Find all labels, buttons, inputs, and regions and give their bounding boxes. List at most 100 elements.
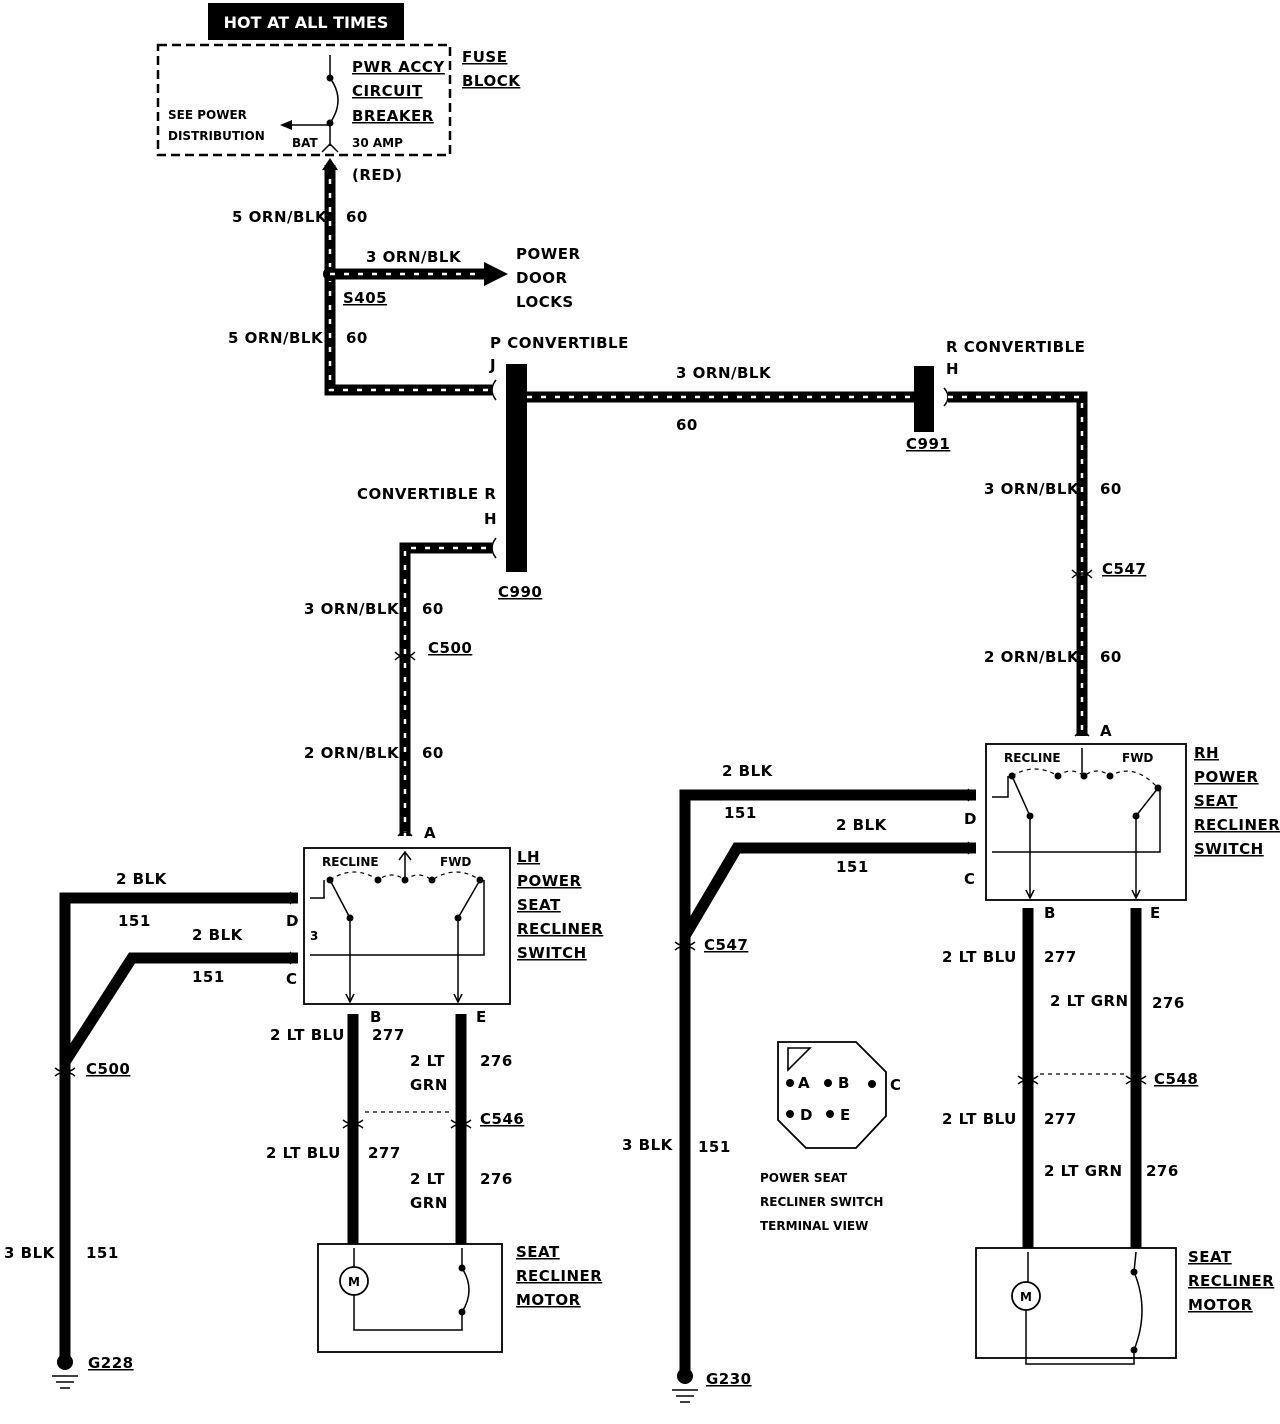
- rh-e-lower-circuit: 276: [1146, 1162, 1179, 1180]
- hot-at-all-times-banner: HOT AT ALL TIMES: [208, 3, 404, 40]
- bat-label: BAT: [292, 136, 319, 150]
- rh-pin-c: C: [964, 870, 976, 888]
- c548: C548: [1154, 1070, 1198, 1088]
- ground-g230: G230: [706, 1370, 752, 1388]
- c990-top-pin: J: [489, 356, 496, 374]
- lh-switch-label-3: SEAT: [517, 896, 561, 914]
- rh-switch-label-5: SWITCH: [1194, 840, 1264, 858]
- door-locks-wire: 3 ORN/BLK: [366, 248, 462, 266]
- terminal-pin-d: D: [800, 1106, 813, 1124]
- rh-pin-d: D: [964, 810, 977, 828]
- lh-recline-label: RECLINE: [322, 855, 379, 869]
- feed-wires: [322, 158, 508, 396]
- rh-lower-circuit: 60: [1100, 648, 1122, 666]
- c990-id: C990: [498, 583, 542, 601]
- lh-seat-recliner-motor: [317, 1243, 503, 1353]
- c546: C546: [480, 1110, 524, 1128]
- rh-ground-gauge: 3 BLK: [622, 1136, 674, 1154]
- rh-d-circuit: 151: [724, 804, 757, 822]
- lh-motor-label-2: RECLINER: [516, 1267, 602, 1285]
- lh-b-lower-circuit: 277: [368, 1144, 401, 1162]
- door-locks-label-2: DOOR: [516, 269, 568, 287]
- lh-e-lower-circuit: 276: [480, 1170, 513, 1188]
- lh-b-upper-gauge: 2 LT BLU: [270, 1026, 345, 1044]
- rh-power-seat-recliner-switch: [985, 731, 1187, 901]
- rh-switch-label-3: SEAT: [1194, 792, 1238, 810]
- fuse-block-label-2: BLOCK: [462, 72, 521, 90]
- rh-seat-recliner-motor: [975, 1247, 1177, 1365]
- breaker-label-1: PWR ACCY: [352, 58, 445, 76]
- c990-side-pin: H: [484, 510, 497, 528]
- rh-recline-label: RECLINE: [1004, 751, 1061, 765]
- lh-pin-d: D: [286, 912, 299, 930]
- c990-top-text: P CONVERTIBLE: [490, 334, 629, 352]
- ground-g228: G228: [88, 1354, 134, 1372]
- lh-motor-label-1: SEAT: [516, 1243, 560, 1261]
- lh-e-lower-gauge: 2 LT: [410, 1170, 445, 1188]
- distribution-arrow-icon: [280, 120, 292, 130]
- feed-lower-gauge: 5 ORN/BLK: [228, 329, 324, 347]
- rh-upper-circuit: 60: [1100, 480, 1122, 498]
- rh-motor-label-2: RECLINER: [1188, 1272, 1274, 1290]
- door-locks-label-1: POWER: [516, 245, 581, 263]
- lh-e-upper-circuit: 276: [480, 1052, 513, 1070]
- terminal-view-label-3: TERMINAL VIEW: [760, 1219, 868, 1233]
- rh-b-lower-gauge: 2 LT BLU: [942, 1110, 1017, 1128]
- rh-switch-label-4: RECLINER: [1194, 816, 1280, 834]
- lh-e-upper-gauge2: GRN: [410, 1076, 448, 1094]
- switch-terminal-view: [777, 1041, 887, 1149]
- feed-top-gauge: 5 ORN/BLK: [232, 208, 328, 226]
- lh-pin-c: C: [286, 970, 298, 988]
- circuit-breaker-symbol: [329, 55, 339, 146]
- rh-b-upper-gauge: 2 LT BLU: [942, 948, 1017, 966]
- lh-b-lower-gauge: 2 LT BLU: [266, 1144, 341, 1162]
- lh-c-circuit: 151: [192, 968, 225, 986]
- door-locks-label-3: LOCKS: [516, 293, 574, 311]
- see-power-label: SEE POWER: [168, 108, 247, 122]
- lh-pin-e: E: [476, 1008, 487, 1026]
- terminal-pin-b: B: [838, 1074, 850, 1092]
- rh-pin-a: A: [1100, 722, 1112, 740]
- rh-switch-label-2: POWER: [1194, 768, 1259, 786]
- lh-d-gauge: 2 BLK: [116, 870, 168, 888]
- c500-lower: C500: [86, 1060, 130, 1078]
- lh-motor-symbol: M: [348, 1275, 360, 1289]
- rh-ground-circuit: 151: [698, 1138, 731, 1156]
- lh-upper-circuit: 60: [422, 600, 444, 618]
- feed-top-circuit: 60: [346, 208, 368, 226]
- rh-c-circuit: 151: [836, 858, 869, 876]
- c547-lower: C547: [704, 936, 748, 954]
- lh-switch-label-1: LH: [517, 848, 540, 866]
- lh-lower-gauge: 2 ORN/BLK: [304, 744, 400, 762]
- lh-switch-label-2: POWER: [517, 872, 582, 890]
- rh-lower-gauge: 2 ORN/BLK: [984, 648, 1080, 666]
- rh-motor-label-1: SEAT: [1188, 1248, 1232, 1266]
- c500-upper: C500: [428, 639, 472, 657]
- terminal-pin-a: A: [798, 1074, 810, 1092]
- c991-id: C991: [906, 435, 950, 453]
- c990-side-text: CONVERTIBLE R: [357, 485, 496, 503]
- feed-lower-circuit: 60: [346, 329, 368, 347]
- terminal-view-label-1: POWER SEAT: [760, 1171, 848, 1185]
- c547-upper: C547: [1102, 560, 1146, 578]
- lh-fwd-label: FWD: [440, 855, 471, 869]
- lh-c-gauge: 2 BLK: [192, 926, 244, 944]
- rh-e-upper-circuit: 276: [1152, 994, 1185, 1012]
- c991-connector: [914, 366, 949, 432]
- fuse-block: FUSE BLOCK PWR ACCY CIRCUIT BREAKER 30 A…: [156, 43, 521, 184]
- rh-pin-b: B: [1044, 904, 1056, 922]
- hot-label: HOT AT ALL TIMES: [224, 13, 389, 32]
- rh-b-upper-circuit: 277: [1044, 948, 1077, 966]
- fuse-block-label-1: FUSE: [462, 48, 507, 66]
- bridge-gauge: 3 ORN/BLK: [676, 364, 772, 382]
- lh-switch-label-4: RECLINER: [517, 920, 603, 938]
- lh-ground-circuit: 151: [86, 1244, 119, 1262]
- bridge-circuit: 60: [676, 416, 698, 434]
- rh-motor-label-3: MOTOR: [1188, 1296, 1253, 1314]
- lh-b-upper-circuit: 277: [372, 1026, 405, 1044]
- rh-c-gauge: 2 BLK: [836, 816, 888, 834]
- terminal-pin-e: E: [840, 1106, 851, 1124]
- c991-top-text: R CONVERTIBLE: [946, 338, 1085, 356]
- rh-motor-symbol: M: [1020, 1290, 1032, 1304]
